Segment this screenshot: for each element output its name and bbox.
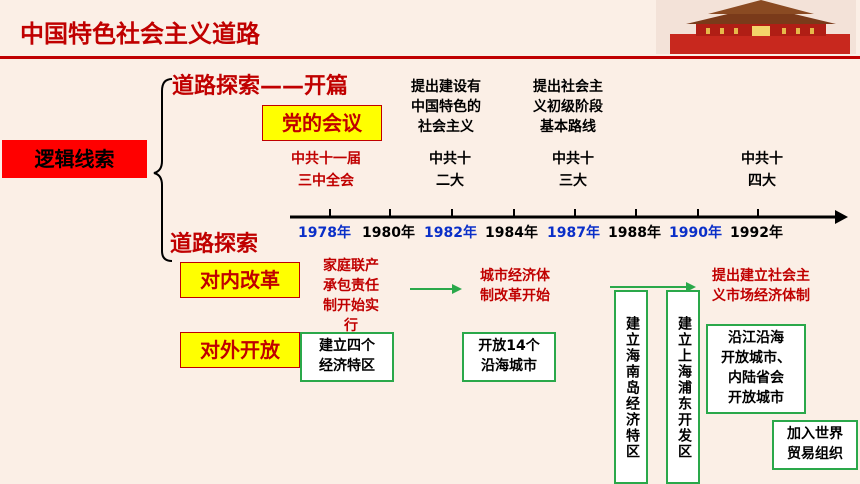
year-label-1990: 1990年 [669, 225, 722, 241]
road-explore-bottom: 道路探索 [170, 232, 259, 257]
year-label-1992: 1992年 [730, 225, 783, 241]
party-meeting-label: 党的会议 [262, 105, 382, 141]
meeting-14th-congress: 中共十 四大 [741, 151, 783, 189]
reform-urban-economic-system: 城市经济体 制改革开始 [480, 268, 550, 304]
brace [153, 78, 173, 262]
title-underline [0, 56, 860, 59]
opening-four-sez: 建立四个 经济特区 [300, 332, 394, 382]
reform-socialist-market-economy: 提出建立社会主 义市场经济体制 [712, 268, 810, 304]
opening-join-wto: 加入世界 贸易组织 [772, 420, 858, 470]
meeting-13th-congress: 中共十 三大 [552, 151, 594, 189]
meeting-12th-congress: 中共十 二大 [429, 151, 471, 189]
timeline-axis [290, 209, 848, 224]
opening-up-label: 对外开放 [180, 332, 300, 368]
road-explore-top: 道路探索——开篇 [172, 74, 349, 99]
opening-river-inland-cities: 沿江沿海 开放城市、 内陆省会 开放城市 [706, 324, 806, 414]
logic-label: 逻辑线索 [2, 140, 147, 178]
note-socialism-chinese-characteristics: 提出建设有 中国特色的 社会主义 [411, 79, 481, 135]
year-label-1987: 1987年 [547, 225, 600, 241]
opening-pudong-new-area: 建立上海浦东开发区 [666, 290, 700, 484]
domestic-reform-label: 对内改革 [180, 262, 300, 298]
opening-hainan-sez: 建立海南岛经济特区 [614, 290, 648, 484]
reform-arrow-1 [410, 284, 462, 294]
year-label-1978: 1978年 [298, 225, 351, 241]
reform-household-responsibility: 家庭联产 承包责任 制开始实 行 [323, 258, 379, 334]
tiananmen-icon [656, 0, 856, 54]
year-label-1982: 1982年 [424, 225, 477, 241]
reform-arrow-2 [610, 282, 696, 292]
year-label-1984: 1984年 [485, 225, 538, 241]
year-label-1980: 1980年 [362, 225, 415, 241]
page-title: 中国特色社会主义道路 [20, 20, 260, 48]
meeting-11th-3rd-plenum: 中共十一届 三中全会 [291, 151, 361, 189]
note-primary-stage-line: 提出社会主 义初级阶段 基本路线 [533, 79, 603, 135]
year-label-1988: 1988年 [608, 225, 661, 241]
opening-14-coastal-cities: 开放14个 沿海城市 [462, 332, 556, 382]
